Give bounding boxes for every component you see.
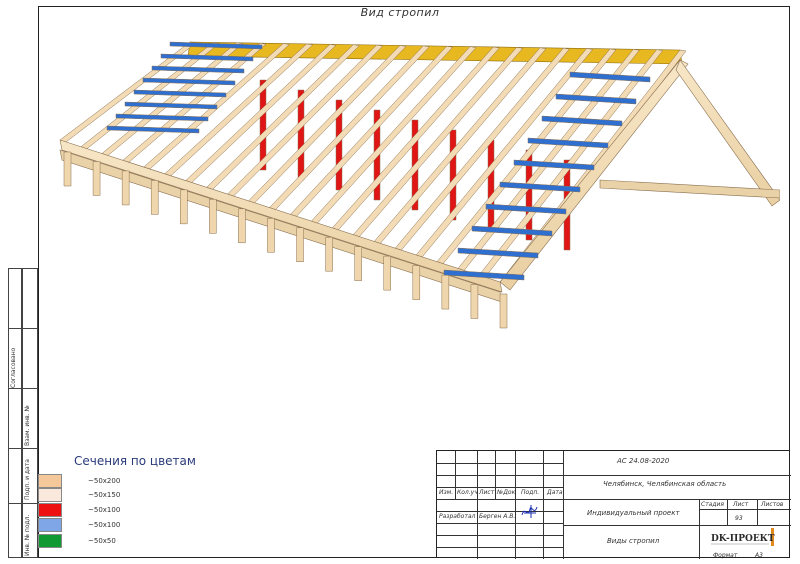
roof-rafters-view [59, 41, 780, 329]
legend-label: ~50х200 [88, 477, 121, 485]
sheet-frame [38, 6, 790, 558]
header-izm: Изм. [439, 489, 454, 496]
project-name: Индивидуальный проект [587, 509, 680, 517]
blue-batten [133, 89, 227, 98]
eave-post [63, 151, 72, 187]
eave-post [238, 208, 246, 244]
legend-item: ~50х150 [38, 488, 238, 502]
blue-batten [151, 65, 245, 74]
blue-batten [569, 71, 651, 83]
eave-post [441, 274, 450, 310]
sheets-header: Листов [761, 501, 784, 508]
blue-batten [499, 181, 581, 193]
side-stamp-col-inner [22, 268, 38, 558]
title-block: АС 24.08-2020 Челябинск, Челябинская обл… [436, 450, 791, 559]
legend-title: Сечения по цветам [74, 454, 196, 468]
eave-post [150, 180, 159, 215]
blue-batten [124, 101, 218, 110]
legend-label: ~50х100 [88, 521, 121, 529]
blue-batten [160, 53, 254, 62]
header-podp: Подп. [521, 489, 540, 496]
eave-post [325, 236, 333, 272]
role-label: Разработал [439, 513, 476, 520]
eave-post [412, 265, 421, 300]
sheet-number: 93 [735, 515, 743, 522]
side-stamp: Согласовано Взам. инв. № Подп. и дата Ин… [8, 268, 38, 558]
eave-post [121, 170, 130, 206]
format-value: А3 [755, 552, 763, 559]
eave-post [383, 255, 391, 291]
eave-post [92, 161, 101, 196]
blue-batten [106, 125, 200, 134]
blue-batten [527, 137, 609, 149]
header-ndok: №Док [497, 489, 516, 496]
sheet-header: Лист [733, 501, 749, 508]
legend-label: ~50х150 [88, 491, 121, 499]
eave-post [470, 284, 479, 319]
blue-batten [485, 203, 567, 215]
legend-swatch [38, 488, 62, 502]
eave-post [209, 199, 217, 234]
eave-post [296, 227, 304, 262]
legend-swatch [38, 518, 62, 532]
blue-batten [471, 225, 553, 237]
header-data: Дата [547, 489, 563, 496]
eave-beam-front [59, 139, 503, 293]
battens [106, 41, 651, 281]
legend-item: ~50х200 [38, 474, 238, 488]
blue-batten [169, 41, 263, 50]
blue-batten [142, 77, 236, 86]
legend-swatch [38, 503, 62, 517]
legend-label: ~50х100 [88, 506, 121, 514]
eave-post [499, 293, 508, 329]
blue-batten [513, 159, 595, 171]
red-strut [449, 129, 457, 221]
side-label-inv-orig: Инв. № подл. [24, 514, 31, 556]
red-strut [487, 139, 495, 231]
side-stamp-col-outer [8, 268, 22, 558]
legend-label: ~50х50 [88, 537, 116, 545]
side-label-sign-date: Подп. и дата [24, 459, 31, 500]
side-label-replace-inv: Взам. инв. № [24, 405, 31, 446]
company-name: DK-ПРОЕКТ [711, 534, 775, 544]
doc-code: АС 24.08-2020 [617, 457, 670, 465]
blue-batten [115, 113, 209, 122]
eave-post [354, 246, 362, 281]
legend-swatch [38, 474, 62, 488]
eave-post [267, 218, 275, 253]
legend-swatch [38, 534, 62, 548]
blue-batten [541, 115, 623, 127]
right-gable [499, 59, 780, 291]
side-label-agreed: Согласовано [10, 347, 17, 388]
legend-item: ~50х100 [38, 518, 238, 532]
blue-batten [457, 247, 539, 259]
format-label: Формат [713, 552, 738, 559]
stage-header: Стадия [701, 501, 725, 508]
signature-image [521, 505, 538, 518]
header-list: Лист [479, 489, 495, 496]
sheet-name: Виды стропил [607, 537, 660, 545]
eave-post [180, 189, 188, 225]
view-title: Вид стропил [360, 6, 440, 19]
blue-batten [555, 93, 637, 105]
legend-item: ~50х50 [38, 534, 238, 548]
blue-batten [443, 269, 525, 281]
header-kolvo: Кол.уч [457, 489, 478, 496]
location: Челябинск, Челябинская область [603, 480, 727, 488]
posts [63, 151, 508, 329]
company-logo: DK-ПРОЕКТ [711, 528, 775, 546]
legend-item: ~50х100 [38, 503, 238, 517]
developer-name: Берген А.В. [479, 513, 516, 520]
